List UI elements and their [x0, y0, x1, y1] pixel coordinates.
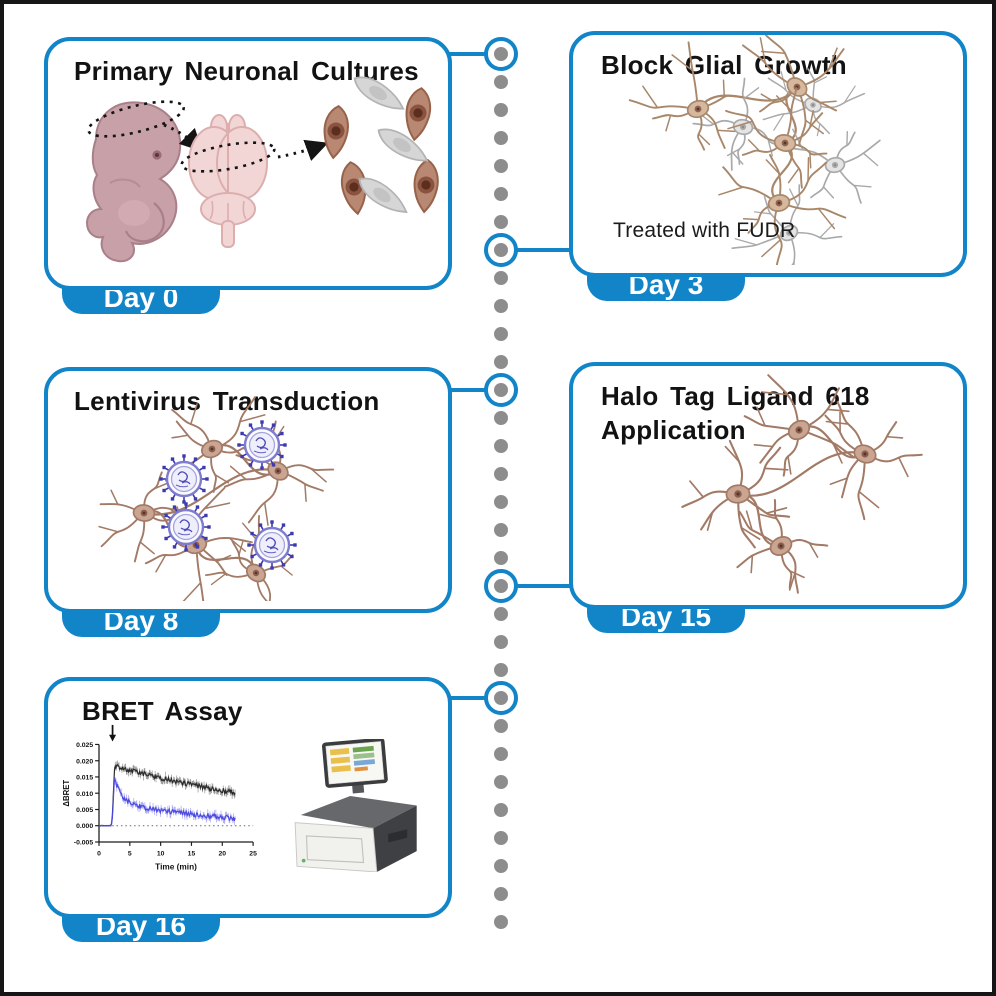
neuron-cell [628, 41, 744, 151]
connector-line [428, 52, 486, 56]
tablet-screen [322, 739, 388, 794]
timeline-dot [494, 411, 508, 425]
panel-bret-assay: BRET Assay -0.005 0.000 0.005 0.010 0.015 0.0… [44, 677, 452, 918]
timeline-dot [494, 327, 508, 341]
power-led [301, 858, 306, 863]
timeline-dot [494, 271, 508, 285]
svg-text:-0.005: -0.005 [74, 840, 94, 847]
svg-text:0.015: 0.015 [76, 774, 93, 781]
lentivirus-particle [161, 502, 211, 552]
panel-lentivirus-transduction: Lentivirus Transduction [44, 367, 452, 613]
timeline-dot [494, 523, 508, 537]
neuron-cell [164, 396, 266, 493]
lentivirus-particle [237, 420, 287, 470]
neuron-cell [776, 128, 881, 204]
dissection-plane-embryo [87, 100, 185, 138]
svg-text:0.010: 0.010 [76, 791, 93, 798]
timeline-dot [494, 663, 508, 677]
timeline-dot [494, 439, 508, 453]
timeline [4, 4, 992, 992]
svg-text:0.000: 0.000 [76, 823, 93, 830]
timeline-dot [494, 607, 508, 621]
timeline-dot [494, 859, 508, 873]
panel-title-halo-tag-ligand-618: Halo Tag Ligand 618 Application [601, 381, 870, 445]
svg-text:10: 10 [157, 851, 165, 858]
svg-text:20: 20 [218, 851, 226, 858]
panel-primary-neuronal-cultures: Primary Neuronal Cultures [44, 37, 452, 290]
timeline-dot [494, 803, 508, 817]
bret-kinetics-chart: -0.005 0.000 0.005 0.010 0.015 0.020 0.025 0 5 10… [62, 724, 257, 871]
plate-reader-top [300, 796, 417, 829]
timeline-dot [494, 299, 508, 313]
neurons-and-glia-illustration [628, 35, 881, 265]
neuron-cell [824, 401, 923, 521]
timeline-dot [494, 495, 508, 509]
timeline-dot [494, 915, 508, 929]
timeline-dot [494, 831, 508, 845]
svg-text:5: 5 [128, 851, 132, 858]
neurons-with-lentivirus-illustration [98, 396, 335, 601]
neuron-cell [725, 87, 828, 189]
timeline-dot [494, 103, 508, 117]
plate-reader-illustration [294, 739, 417, 872]
neuron-cell [144, 487, 253, 601]
dissection-workflow-illustration [85, 76, 439, 263]
timeline-dot [494, 747, 508, 761]
neuron-cell [718, 153, 847, 265]
lentivirus-particle [247, 520, 297, 570]
panel-block-glial-growth: Block Glial Growth Treated with FUDR [569, 31, 967, 277]
timeline-dot [494, 75, 508, 89]
svg-text:0: 0 [97, 851, 101, 858]
svg-text:0.005: 0.005 [76, 807, 93, 814]
connector-line [516, 248, 574, 252]
neuron-cell [742, 35, 845, 145]
timeline-dot [494, 467, 508, 481]
timeline-dot [494, 355, 508, 369]
panel-title-primary-neuronal-cultures: Primary Neuronal Cultures [74, 56, 419, 86]
fudr-note: Treated with FUDR [613, 219, 796, 242]
neuron-cell [681, 439, 791, 549]
timeline-dot [494, 551, 508, 565]
svg-text:0.020: 0.020 [76, 758, 93, 765]
timeline-dot [494, 719, 508, 733]
panel-halo-tag-ligand-618: Halo Tag Ligand 618 Application [569, 362, 967, 609]
dissociated-cells-illustration [323, 76, 439, 216]
timeline-connector-circle [484, 233, 518, 267]
neuron-cell [743, 374, 855, 477]
timeline-dot [494, 775, 508, 789]
timeline-connector-circle [484, 37, 518, 71]
svg-text:ΔBRET: ΔBRET [62, 780, 71, 807]
timeline-dot [494, 215, 508, 229]
timeline-dot [494, 159, 508, 173]
timeline-connector-circle [484, 681, 518, 715]
svg-text:Time (min): Time (min) [155, 861, 197, 871]
panel-title-lentivirus-transduction: Lentivirus Transduction [74, 386, 380, 416]
arrow-brain-to-cells [277, 139, 329, 161]
timeline-dot [494, 887, 508, 901]
neuron-cell [736, 499, 829, 594]
timeline-dot [494, 635, 508, 649]
lentivirus-particle [159, 454, 209, 504]
connector-line [428, 696, 486, 700]
timeline-connector-circle [484, 373, 518, 407]
timeline-dot [494, 187, 508, 201]
brain-illustration [180, 114, 276, 248]
connector-line [516, 584, 574, 588]
svg-text:0.025: 0.025 [76, 742, 93, 749]
timeline-dot [494, 131, 508, 145]
timeline-connector-circle [484, 569, 518, 603]
connector-line [428, 388, 486, 392]
labeled-neurons-illustration [681, 374, 923, 594]
svg-text:15: 15 [188, 851, 196, 858]
neuron-cell [731, 184, 843, 265]
svg-text:25: 25 [249, 851, 257, 858]
plate-reader-slot [388, 829, 408, 843]
embryo-illustration [85, 100, 185, 263]
panel-title-bret-assay: BRET Assay [82, 696, 243, 726]
plate-reader-door [305, 835, 365, 864]
